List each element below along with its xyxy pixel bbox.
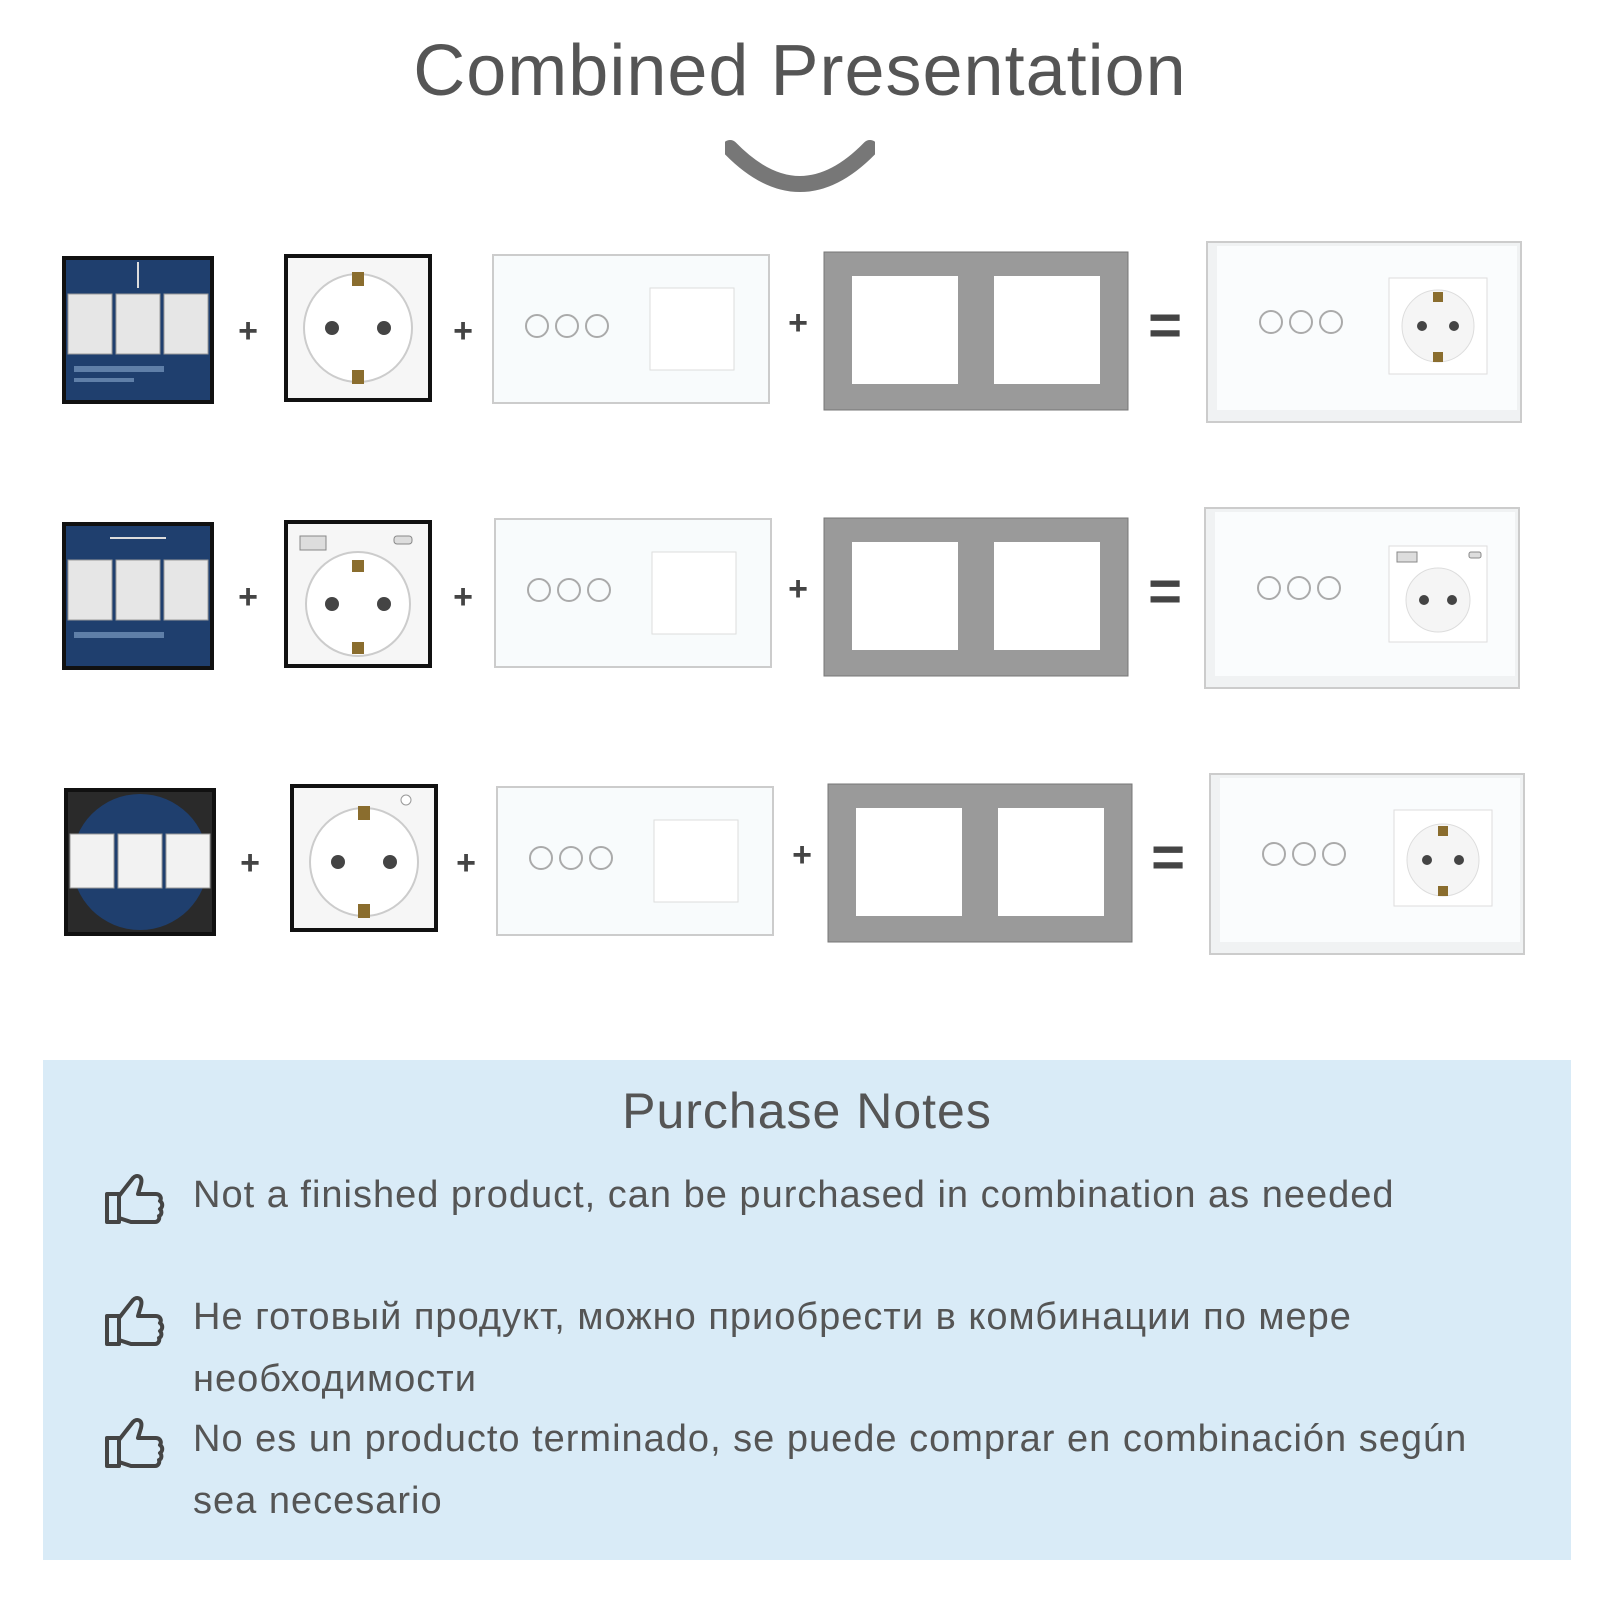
mounting-frame	[822, 250, 1130, 412]
plus-sign: +	[792, 836, 812, 874]
round-switch-module	[62, 786, 218, 938]
purchase-notes-box: Purchase Notes Not a finished product, c…	[43, 1060, 1571, 1560]
plus-sign: +	[238, 312, 258, 350]
usb-socket-module	[282, 518, 434, 670]
plus-sign: +	[453, 312, 473, 350]
glass-panel	[492, 254, 770, 404]
glass-panel	[494, 518, 772, 668]
equals-sign: =	[1151, 825, 1185, 890]
thumbs-up-icon	[105, 1296, 165, 1346]
thumbs-up-icon	[105, 1418, 165, 1468]
equals-sign: =	[1148, 559, 1182, 624]
curtain-switch-module	[60, 520, 216, 672]
eu-socket-module	[282, 252, 434, 404]
plus-sign: +	[456, 844, 476, 882]
plus-sign: +	[453, 578, 473, 616]
plus-sign: +	[788, 304, 808, 342]
note-text: Не готовый продукт, можно приобрести в к…	[193, 1296, 1352, 1400]
eu-socket-module	[288, 782, 440, 934]
glass-panel	[496, 786, 774, 936]
mounting-frame	[826, 782, 1134, 944]
curtain-switch-module	[60, 254, 216, 406]
note-text: No es un producto terminado, se puede co…	[193, 1418, 1468, 1522]
combination-row-2: + + + =	[0, 507, 1600, 708]
assembled-switch-socket	[1208, 772, 1526, 956]
plus-sign: +	[788, 570, 808, 608]
page-title: Combined Presentation	[413, 31, 1187, 111]
assembled-switch-socket	[1205, 240, 1523, 424]
equals-sign: =	[1148, 293, 1182, 358]
combination-row-1: + + + =	[0, 241, 1600, 442]
combination-row-3: + + + =	[0, 773, 1600, 972]
note-text: Not a finished product, can be purchased…	[193, 1174, 1395, 1216]
purchase-notes-title: Purchase Notes	[622, 1083, 992, 1139]
plus-sign: +	[238, 578, 258, 616]
plus-sign: +	[240, 844, 260, 882]
thumbs-up-icon	[105, 1174, 165, 1224]
mounting-frame	[822, 516, 1130, 678]
down-arc-icon	[725, 140, 875, 192]
assembled-switch-usb-socket	[1203, 506, 1521, 690]
